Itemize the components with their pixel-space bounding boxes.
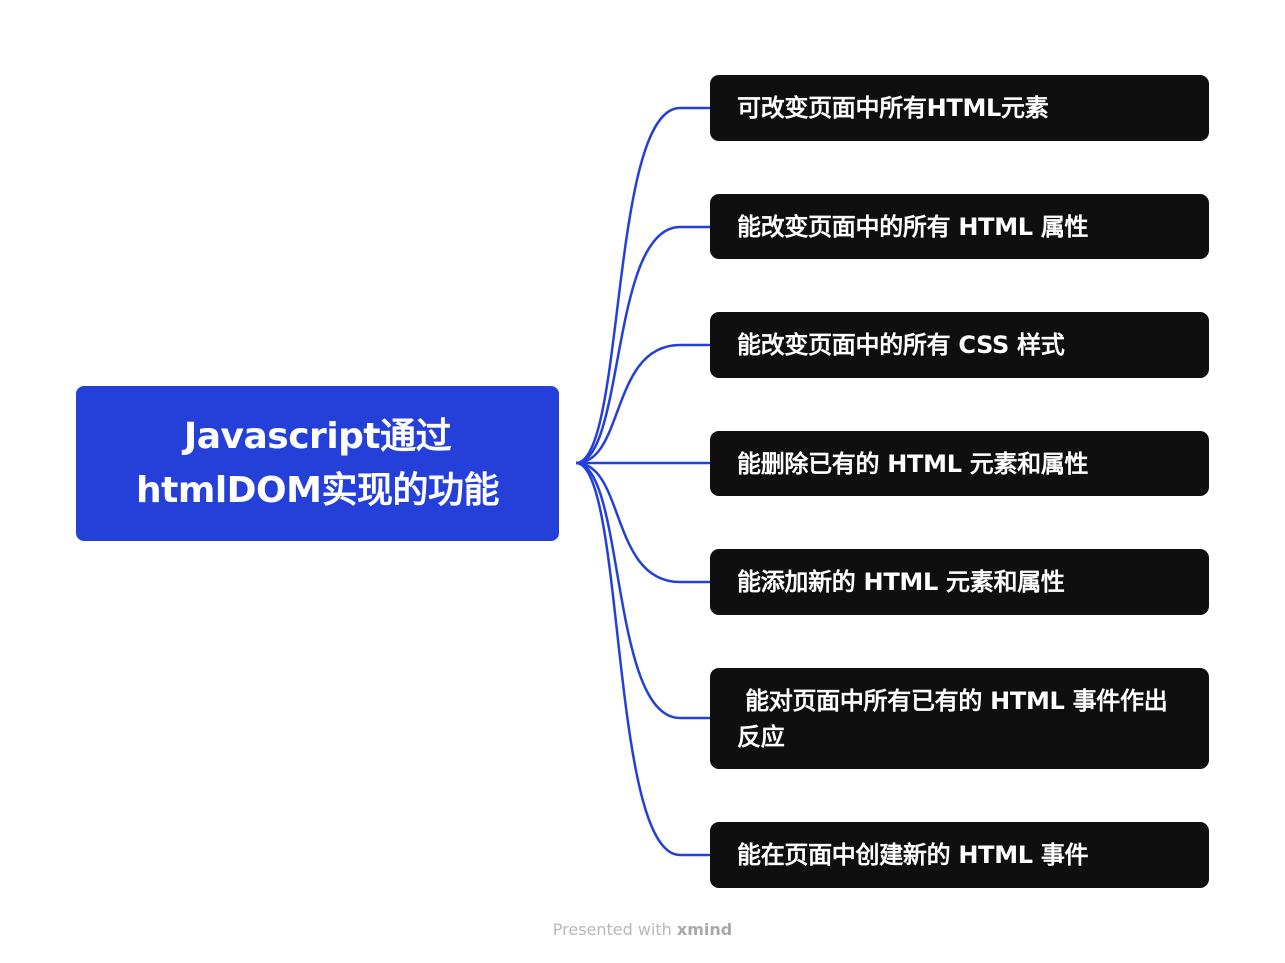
branch-topic-5[interactable]: 能添加新的 HTML 元素和属性 bbox=[710, 549, 1209, 615]
branch-topic-3[interactable]: 能改变页面中的所有 CSS 样式 bbox=[710, 312, 1209, 378]
footer-attribution: Presented with xmind bbox=[0, 920, 1285, 939]
branch-topic-label: 能改变页面中的所有 CSS 样式 bbox=[737, 331, 1065, 359]
branch-topic-label: 能改变页面中的所有 HTML 属性 bbox=[737, 212, 1089, 241]
connector-6 bbox=[575, 461, 710, 720]
connector-2 bbox=[575, 225, 710, 465]
branch-topic-label: 可改变页面中所有HTML元素 bbox=[737, 94, 1049, 122]
connector-7 bbox=[575, 461, 710, 857]
branch-topic-label: 能删除已有的 HTML 元素和属性 bbox=[737, 449, 1089, 478]
root-topic-label: Javascript通过 htmlDOM实现的功能 bbox=[135, 415, 500, 511]
footer-prefix: Presented with bbox=[552, 920, 677, 939]
branch-topic-label: 能对页面中所有已有的 HTML 事件作出反应 bbox=[737, 686, 1168, 751]
branch-topic-label: 能添加新的 HTML 元素和属性 bbox=[737, 568, 1065, 596]
branch-topic-4[interactable]: 能删除已有的 HTML 元素和属性 bbox=[710, 431, 1209, 496]
connector-5 bbox=[575, 461, 710, 584]
connector-3 bbox=[575, 343, 710, 465]
branch-topic-2[interactable]: 能改变页面中的所有 HTML 属性 bbox=[710, 194, 1209, 259]
branch-topic-label: 能在页面中创建新的 HTML 事件 bbox=[737, 841, 1089, 869]
connector-1 bbox=[575, 106, 710, 465]
branch-topic-7[interactable]: 能在页面中创建新的 HTML 事件 bbox=[710, 822, 1209, 888]
branch-topic-6[interactable]: 能对页面中所有已有的 HTML 事件作出反应 bbox=[710, 668, 1209, 769]
root-topic[interactable]: Javascript通过 htmlDOM实现的功能 bbox=[76, 386, 559, 541]
footer-brand: xmind bbox=[676, 920, 733, 939]
branch-topic-1[interactable]: 可改变页面中所有HTML元素 bbox=[710, 75, 1209, 141]
